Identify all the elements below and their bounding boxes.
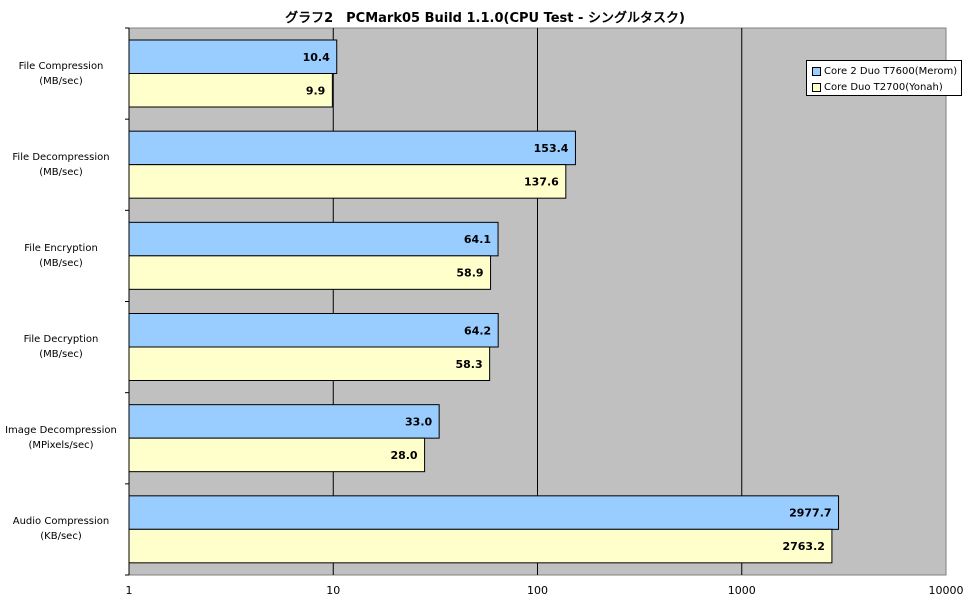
category-label: Audio Compression (KB/sec) [0, 514, 122, 544]
data-label: 2763.2 [782, 540, 824, 553]
data-label: 9.9 [306, 84, 326, 97]
bar [128, 313, 499, 348]
bar [128, 437, 426, 473]
category-label-line: (MB/sec) [39, 75, 83, 87]
bar [128, 73, 333, 108]
bar [128, 346, 491, 381]
legend-swatch-series-1 [812, 66, 821, 76]
category-label: File Encryption (MB/sec) [0, 241, 122, 271]
data-label: 58.3 [455, 358, 482, 371]
bar [128, 221, 499, 257]
bar [128, 404, 440, 439]
category-label-line: File Decryption [23, 334, 99, 346]
category-label-line: (MB/sec) [39, 166, 83, 178]
legend-item-series-2: Core Duo T2700(Yonah) [812, 80, 943, 94]
category-label-line: Image Decompression [5, 425, 117, 437]
chart-title: グラフ2 PCMark05 Build 1.1.0(CPU Test - シング… [285, 11, 685, 26]
category-label-line: (MB/sec) [39, 257, 83, 269]
data-label: 33.0 [405, 415, 432, 428]
legend: Core 2 Duo T7600(Merom) Core Duo T2700(Y… [806, 60, 962, 96]
legend-label-series-2: Core Duo T2700(Yonah) [824, 81, 943, 93]
data-label: 28.0 [390, 449, 417, 462]
category-label: Image Decompression (MPixels/sec) [0, 423, 122, 453]
category-label-line: Audio Compression [12, 516, 110, 528]
bar [128, 528, 833, 564]
legend-swatch-series-2 [812, 82, 821, 92]
data-label: 58.9 [456, 267, 483, 280]
bar [128, 495, 840, 530]
data-label: 64.2 [464, 324, 491, 337]
data-label: 153.4 [534, 142, 569, 155]
x-tick-label: 100 [527, 584, 548, 597]
x-tick-label: 10 [326, 584, 341, 597]
bar [128, 164, 567, 199]
category-label-line: File Compression [18, 60, 104, 72]
data-label: 10.4 [303, 51, 330, 64]
category-label: File Compression (MB/sec) [0, 59, 122, 89]
legend-item-series-1: Core 2 Duo T7600(Merom) [812, 64, 957, 78]
legend-label-series-1: Core 2 Duo T7600(Merom) [824, 65, 958, 77]
category-label-line: File Encryption [24, 242, 98, 254]
data-label: 64.1 [464, 233, 491, 246]
x-tick-label: 10000 [928, 584, 964, 597]
category-label: File Decompression (MB/sec) [0, 150, 122, 180]
category-label: File Decryption (MB/sec) [0, 332, 122, 362]
bar [128, 130, 576, 166]
bar [128, 39, 338, 74]
category-label-line: (KB/sec) [40, 531, 82, 543]
category-label-line: (MB/sec) [39, 349, 83, 361]
category-label-line: File Decompression [12, 151, 110, 163]
data-label: 2977.7 [789, 507, 831, 520]
bar [128, 255, 492, 290]
data-label: 137.6 [524, 175, 559, 188]
category-label-line: (MPixels/sec) [28, 440, 94, 452]
x-tick-label: 1000 [727, 584, 756, 597]
x-tick-label: 1 [125, 584, 133, 597]
